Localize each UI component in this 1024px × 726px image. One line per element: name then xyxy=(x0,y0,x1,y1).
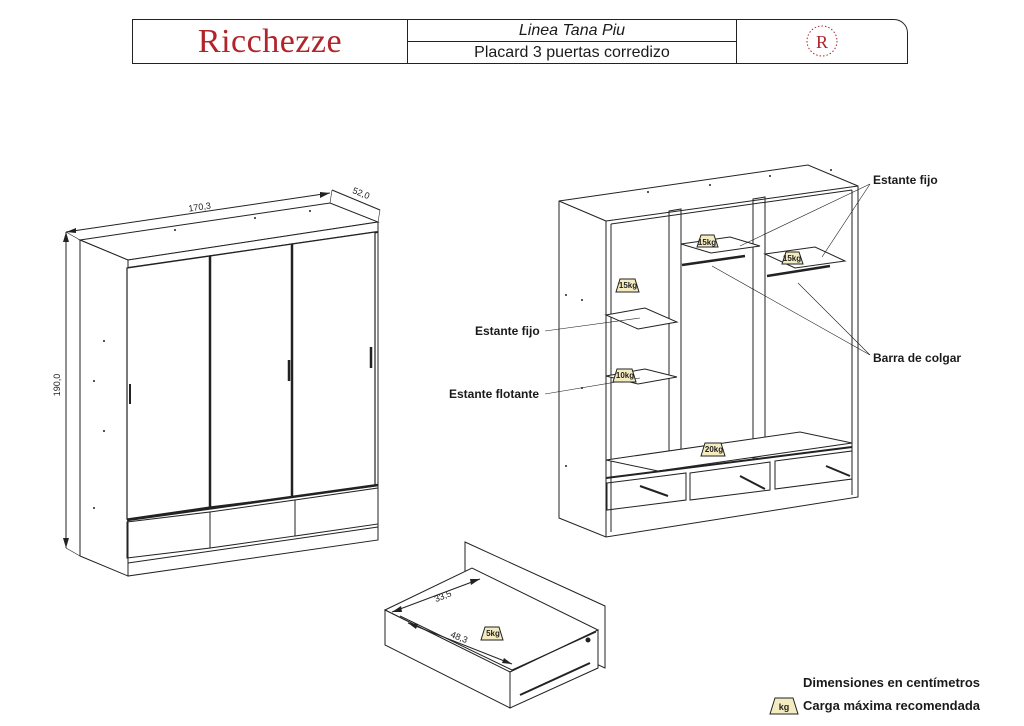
svg-text:10kg: 10kg xyxy=(616,371,634,380)
svg-text:kg: kg xyxy=(779,702,790,712)
svg-text:5kg: 5kg xyxy=(486,629,500,638)
svg-text:15kg: 15kg xyxy=(619,281,637,290)
weight-badge-upper-center: 15kg xyxy=(696,234,719,248)
svg-text:20kg: 20kg xyxy=(705,445,723,454)
open-drawer xyxy=(383,541,606,709)
height-dimension: 190,0 xyxy=(52,374,62,397)
callout-fixed-shelf-top: Estante fijo xyxy=(873,173,938,187)
width-dimension: 170,3 xyxy=(188,201,212,214)
seal-letter: R xyxy=(816,32,828,52)
svg-text:15kg: 15kg xyxy=(698,238,716,247)
weight-badge-floating: 10kg xyxy=(612,368,637,383)
callout-hanging-bar: Barra de colgar xyxy=(873,351,962,365)
weight-badge-drawer: 5kg xyxy=(480,626,504,641)
legend-dimensions: Dimensiones en centímetros xyxy=(803,675,980,690)
weight-badge-left: 15kg xyxy=(615,278,640,293)
closed-wardrobe xyxy=(63,189,381,577)
weight-icons: 15kg 15kg 15kg 10kg 20kg 5kg xyxy=(480,234,804,641)
legend-max-load: Carga máxima recomendada xyxy=(803,698,981,713)
weight-badge-bottom: 20kg xyxy=(700,442,726,457)
callout-floating-shelf: Estante flotante xyxy=(449,387,540,401)
callout-fixed-shelf-left: Estante fijo xyxy=(475,324,540,338)
product-name: Placard 3 puertas corredizo xyxy=(474,44,670,61)
title-cell: Linea Tana Piu Placard 3 puertas corredi… xyxy=(408,20,737,63)
brand-logo: Ricchezze xyxy=(197,23,343,60)
logo-cell: R xyxy=(737,20,907,63)
open-wardrobe xyxy=(558,164,859,538)
svg-text:15kg: 15kg xyxy=(783,254,801,263)
title-block: Ricchezze Linea Tana Piu Placard 3 puert… xyxy=(132,19,908,64)
seal-icon: R xyxy=(806,25,838,57)
brand-cell: Ricchezze xyxy=(133,20,408,63)
product-line: Linea Tana Piu xyxy=(408,20,736,42)
weight-legend-icon: kg xyxy=(769,697,799,715)
weight-badge-upper-right: 15kg xyxy=(781,251,804,265)
